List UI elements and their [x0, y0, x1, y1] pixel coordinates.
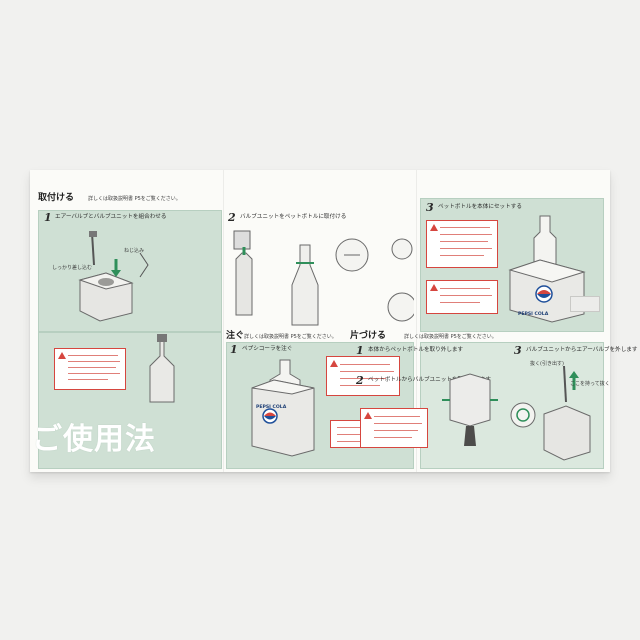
small-card — [570, 296, 600, 312]
step-number: 1 — [230, 343, 238, 356]
label-firm-insert: しっかり差し込む — [52, 265, 93, 271]
warning-box-right-1 — [426, 220, 498, 268]
step-number: 3 — [514, 344, 522, 357]
step-cleanup-1: 本体からペットボトルを取り外します — [368, 347, 464, 353]
step-number: 1 — [44, 211, 52, 224]
heading-how-to-use: ご使用法 — [32, 422, 156, 457]
step-number: 1 — [356, 344, 364, 357]
illustration-dispenser — [251, 359, 315, 457]
step-number: 2 — [356, 374, 364, 387]
illustration-dispenser-set — [508, 215, 586, 323]
label-screw-in: ねじ込み — [124, 248, 145, 254]
brand-label-pour: PEPSI COLA — [256, 405, 287, 410]
heading-cleanup: 片づける — [350, 331, 387, 341]
fold-line-2 — [416, 170, 417, 472]
step-cleanup-3: バルブユニットからエアーバルブを外します — [526, 347, 638, 353]
illustration-remove-bottle — [442, 373, 498, 446]
label-press-here: ここを持って抜く — [570, 381, 610, 387]
step-attach-3: ペットボトルを本体にセットする — [438, 204, 522, 210]
illustration-air-valve-remove — [543, 365, 591, 461]
subnote-cleanup: 詳しくは取扱説明書 P5をご覧ください。 — [404, 334, 497, 340]
warning-icon — [430, 284, 438, 291]
label-pull-out: 抜く(引き出す) — [530, 361, 564, 367]
warning-icon — [364, 412, 372, 419]
heading-pour: 注ぐ — [226, 331, 245, 341]
warning-icon — [430, 224, 438, 231]
warning-icon — [330, 360, 338, 367]
warning-icon — [58, 352, 66, 359]
illustration-bottle-left — [149, 334, 175, 403]
illustration-valve-unit — [78, 231, 149, 322]
step-attach-1: エアーバルブとバルブユニットを組合わせる — [55, 214, 167, 220]
fold-line-1 — [223, 170, 224, 472]
step-cleanup-2: ペットボトルからバルブユニットを取り外します — [368, 377, 492, 383]
step-pour-1: ペプシコーラを注ぐ — [242, 346, 293, 352]
step-number: 3 — [426, 201, 434, 214]
brand-label-set: PEPSI COLA — [518, 312, 549, 317]
warning-box-left — [54, 348, 126, 390]
instruction-leaflet: 取付ける 詳しくは取扱説明書 P5をご覧ください。 1 エアーバルブとバルブユニ… — [30, 170, 637, 472]
warning-box-cleanup — [360, 408, 428, 448]
heading-attach: 取付ける — [38, 193, 75, 203]
illustration-ring — [510, 402, 536, 428]
warning-box-pour — [326, 356, 400, 396]
step-number: 2 — [228, 211, 236, 224]
illustration-attach-bottle — [233, 230, 414, 326]
subnote-attach: 詳しくは取扱説明書 P5をご覧ください。 — [88, 196, 181, 202]
warning-box-right-2 — [426, 280, 498, 314]
subnote-pour: 詳しくは取扱説明書 P5をご覧ください。 — [244, 334, 337, 340]
step-attach-2: バルブユニットをペットボトルに取付ける — [240, 214, 347, 220]
